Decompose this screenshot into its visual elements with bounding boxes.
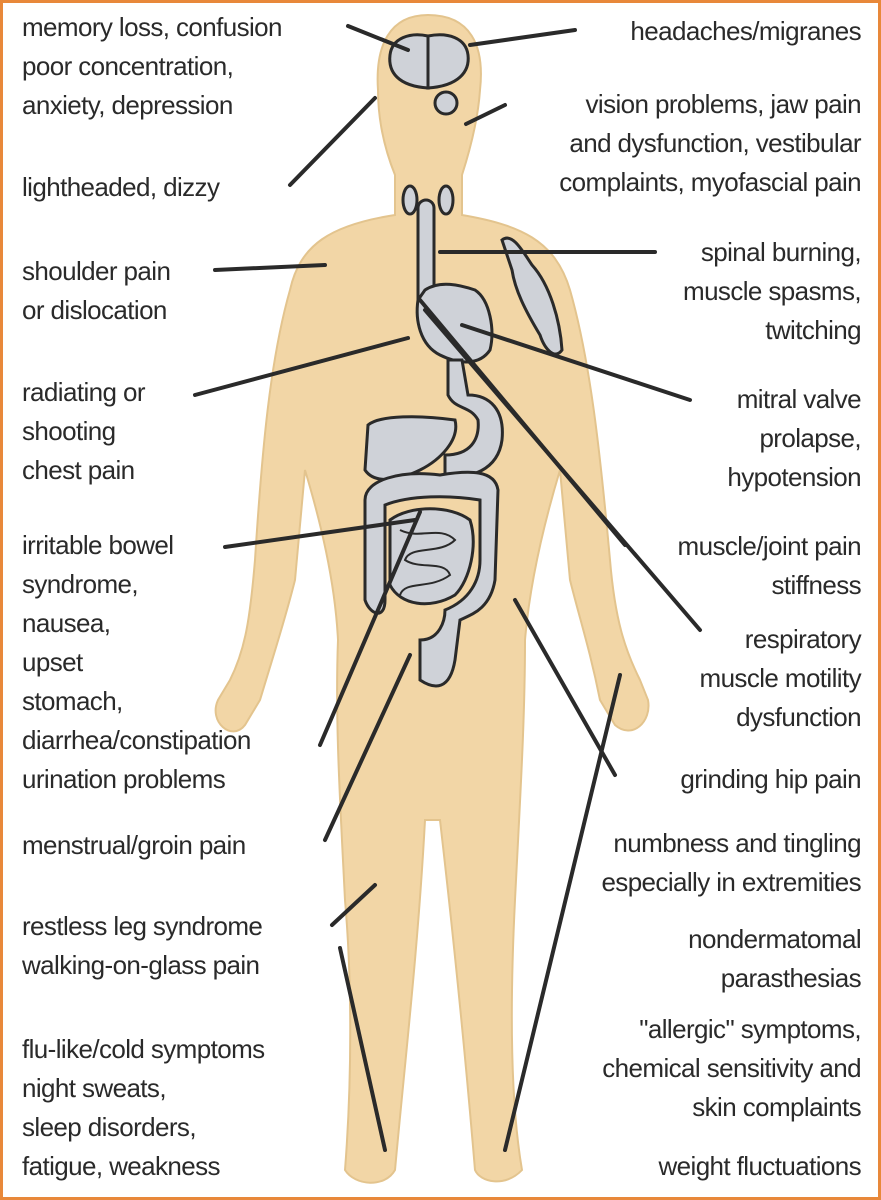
label-mitral: mitral valve prolapse, hypotension <box>727 380 861 497</box>
label-line: chest pain <box>22 455 135 485</box>
label-line: urination problems <box>22 764 226 794</box>
label-line: shooting <box>22 416 116 446</box>
label-line: night sweats, <box>22 1073 167 1103</box>
label-line: prolapse, <box>759 423 861 453</box>
leader-menstrual <box>323 653 412 842</box>
label-shoulder: shoulder pain or dislocation <box>22 252 171 330</box>
label-line: muscle motility <box>699 663 862 693</box>
label-line: nausea, <box>22 608 111 638</box>
label-nondermatomal: nondermatomal parasthesias <box>688 920 861 998</box>
label-line: spinal burning, <box>700 237 862 267</box>
label-line: fatigue, weakness <box>22 1151 221 1181</box>
leader-bowel <box>223 518 417 549</box>
label-line: mitral valve <box>736 384 862 414</box>
label-line: walking-on-glass pain <box>22 950 260 980</box>
label-flu: flu-like/cold symptoms night sweats, sle… <box>22 1030 265 1186</box>
label-line: restless leg syndrome <box>22 911 263 941</box>
label-line: irritable bowel <box>22 530 174 560</box>
intestine-folds <box>399 529 457 596</box>
label-lightheaded: lightheaded, dizzy <box>22 168 220 207</box>
label-headaches: headaches/migranes <box>630 12 861 51</box>
brain-right-lobe <box>426 33 470 90</box>
label-line: hypotension <box>727 462 861 492</box>
label-chest: radiating or shooting chest pain <box>22 373 145 490</box>
label-joint: muscle/joint pain stiffness <box>677 527 862 605</box>
label-line: stiffness <box>771 570 862 600</box>
label-line: muscle/joint pain <box>677 531 862 561</box>
leader-chest <box>193 336 410 397</box>
label-menstrual: menstrual/groin pain <box>22 826 246 865</box>
label-line: radiating or <box>22 377 145 407</box>
label-line: twitching <box>765 315 861 345</box>
leader-respiratory <box>423 308 702 632</box>
label-hip: grinding hip pain <box>680 760 861 799</box>
label-line: chemical sensitivity and <box>602 1053 861 1083</box>
label-line: numbness and tingling <box>613 828 861 858</box>
label-line: respiratory <box>744 624 862 654</box>
label-weight: weight fluctuations <box>658 1147 861 1186</box>
label-line: syndrome, <box>22 569 139 599</box>
leader-mitral <box>460 323 692 402</box>
label-line: dysfunction <box>736 702 862 732</box>
label-line: stomach, <box>22 686 123 716</box>
thyroid-left <box>401 184 419 216</box>
label-vision: vision problems, jaw pain and dysfunctio… <box>559 85 861 202</box>
leader-shoulder <box>213 263 327 272</box>
label-line: lightheaded, dizzy <box>22 172 220 202</box>
label-line: grinding hip pain <box>680 764 861 794</box>
label-respiratory: respiratory muscle motility dysfunction <box>699 620 862 737</box>
label-line: memory loss, confusion <box>22 12 283 42</box>
leader-vision <box>464 103 507 126</box>
label-bowel: irritable bowel syndrome, nausea, upset … <box>22 526 251 799</box>
label-line: vision problems, jaw pain <box>585 89 862 119</box>
label-line: and dysfunction, vestibular <box>569 128 861 158</box>
label-memory: memory loss, confusion poor concentratio… <box>22 8 283 125</box>
label-line: parasthesias <box>720 963 862 993</box>
thyroid-right <box>437 184 455 216</box>
leader-hip <box>513 598 617 777</box>
label-leg: restless leg syndrome walking-on-glass p… <box>22 907 263 985</box>
label-line: muscle spasms, <box>683 276 862 306</box>
label-line: skin complaints <box>692 1092 861 1122</box>
label-allergic: "allergic" symptoms, chemical sensitivit… <box>602 1010 861 1127</box>
label-line: complaints, myofascial pain <box>559 167 861 197</box>
label-line: headaches/migranes <box>630 16 861 46</box>
leader-restless <box>330 883 377 927</box>
large-intestine <box>363 470 500 688</box>
label-numbness: numbness and tingling especially in extr… <box>601 824 861 902</box>
label-line: nondermatomal <box>688 924 861 954</box>
label-line: sleep disorders, <box>22 1112 197 1142</box>
leader-lightheaded <box>288 96 377 187</box>
eye <box>433 90 459 116</box>
heart <box>415 282 494 364</box>
label-line: menstrual/groin pain <box>22 830 246 860</box>
label-line: anxiety, depression <box>22 90 233 120</box>
label-line: diarrhea/constipation <box>22 725 251 755</box>
leader-headaches <box>468 28 577 47</box>
lung <box>500 236 564 356</box>
label-spinal: spinal burning, muscle spasms, twitching <box>683 233 862 350</box>
label-line: or dislocation <box>22 295 167 325</box>
label-line: shoulder pain <box>22 256 171 286</box>
label-line: weight fluctuations <box>658 1151 861 1181</box>
label-line: upset <box>22 647 83 677</box>
label-line: poor concentration, <box>22 51 234 81</box>
leader-memory <box>346 24 410 52</box>
label-line: flu-like/cold symptoms <box>22 1034 265 1064</box>
leader-diarrhea <box>318 510 422 747</box>
leader-walking <box>338 946 387 1152</box>
label-line: especially in extremities <box>601 867 861 897</box>
label-line: "allergic" symptoms, <box>639 1014 861 1044</box>
leader-numbness <box>503 673 622 1152</box>
